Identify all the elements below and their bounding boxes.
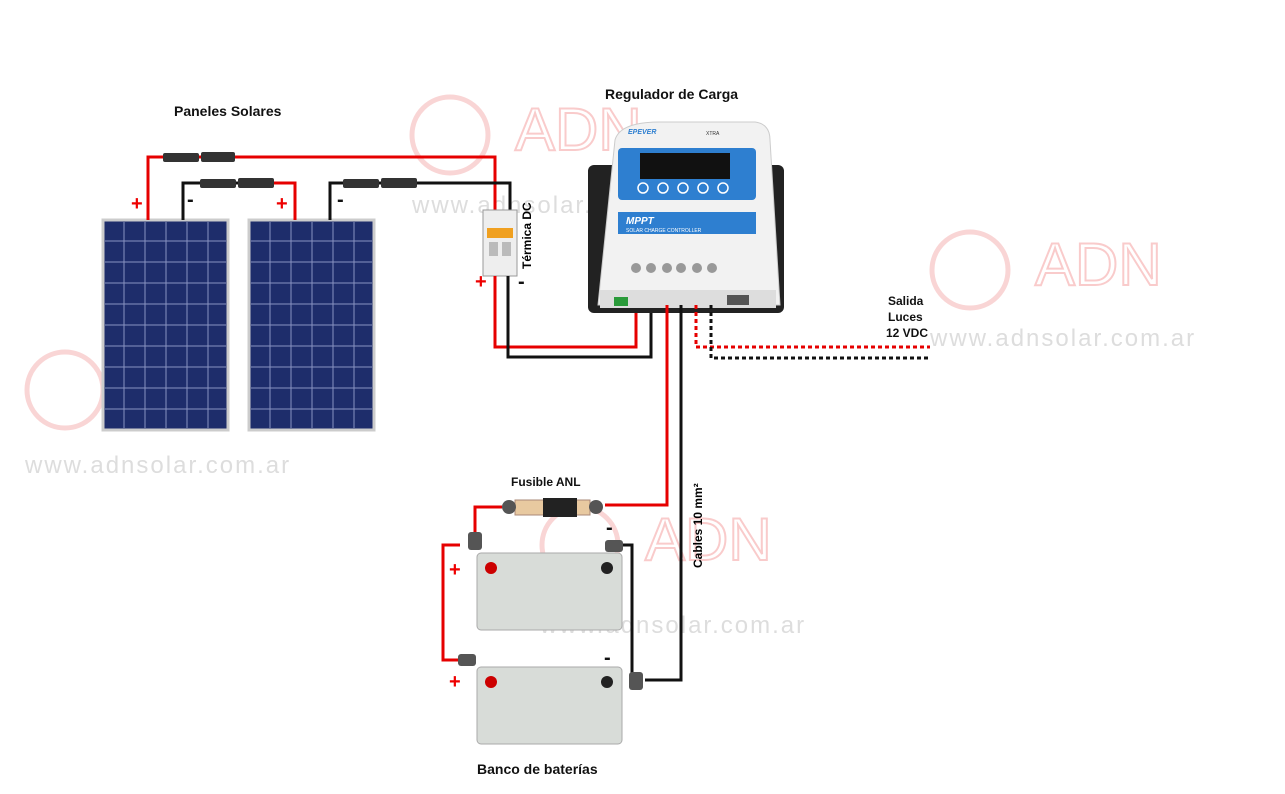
battery-2 [476,666,623,745]
label-output-line3: 12 VDC [886,326,929,340]
charge-controller: MPPT SOLAR CHARGE CONTROLLER EPEVER XTRA [588,121,784,313]
svg-text:ADN: ADN [645,506,772,573]
controller-model: XTRA [706,131,720,137]
positive-sign: + [475,271,487,293]
negative-sign: - [518,271,525,293]
wire-battery-negative [645,305,683,682]
svg-text:ADN: ADN [1035,231,1162,298]
negative-sign: - [606,517,613,539]
watermark-url: www.adnsolar.com.ar [25,452,292,479]
dc-breaker [482,209,518,277]
controller-title: MPPT [626,216,655,227]
positive-sign: + [131,193,143,215]
wire-load-positive [694,305,930,349]
wire-pv-negative [328,181,512,220]
positive-sign: + [449,671,461,693]
negative-sign: - [337,189,344,211]
wire-battery-series [441,543,465,662]
watermark-url: www.adnsolar.com.ar [930,325,1197,352]
solar-panel-2 [247,218,376,432]
wire-pv-positive [146,155,497,220]
negative-sign: - [187,189,194,211]
label-cables: Cables 10 mm² [691,483,705,568]
mc4-connector [163,152,417,188]
wire-fuse-to-battery [473,505,502,540]
controller-brand: EPEVER [628,129,656,136]
wire-controller-pv-positive [493,276,638,349]
label-fuse: Fusible ANL [511,475,581,489]
positive-sign: + [276,193,288,215]
wire-load-negative [709,305,930,360]
label-output-line1: Salida [888,294,924,308]
wire-battery-negative-link [622,543,634,680]
wire-controller-pv-negative [506,276,653,359]
label-battery-bank: Banco de baterías [477,761,598,777]
label-charge-controller: Regulador de Carga [605,86,739,102]
positive-sign: + [449,559,461,581]
negative-sign: - [604,647,611,669]
battery-1 [476,552,623,631]
label-solar-panels: Paneles Solares [174,103,282,119]
label-dc-breaker: Térmica DC [520,202,534,269]
cable-lug [458,532,643,690]
controller-subtitle: SOLAR CHARGE CONTROLLER [626,228,702,234]
label-output-line2: Luces [888,310,923,324]
anl-fuse [502,498,603,517]
wire-battery-positive [605,305,669,507]
solar-panel-1 [101,218,230,432]
